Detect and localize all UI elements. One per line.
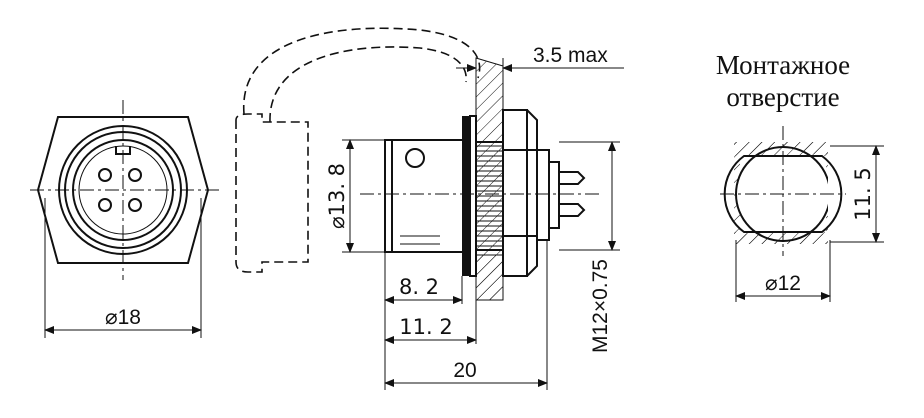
solder-terminal-1 <box>559 171 586 185</box>
dim-thread: M12×0.75 <box>589 259 612 353</box>
front-pin-3 <box>98 198 112 212</box>
side-view: 3.5 max ⌀13. 8 8. 2 11. 2 20 M12×0.75 <box>235 27 624 390</box>
dim-len-11-2: 11. 2 <box>399 315 452 339</box>
rear-shell <box>536 149 550 241</box>
rear-nut <box>502 109 528 277</box>
front-pin-4 <box>128 198 142 212</box>
dim-front-diameter: ⌀18 <box>105 306 141 329</box>
dim-len-8-2: 8. 2 <box>399 275 439 299</box>
dim-panel-max: 3.5 max <box>533 44 608 67</box>
mounting-hole-title-line-2: отверстие <box>726 82 839 112</box>
flange-gasket <box>462 116 470 276</box>
mounting-hole-view: Монтажное отверстие ⌀12 11. 5 <box>716 50 884 302</box>
dim-hole-flat: 11. 5 <box>851 167 875 220</box>
dim-hole-diameter: ⌀12 <box>765 272 801 295</box>
rear-nut-chamfer <box>526 109 538 277</box>
dim-body-diameter: ⌀13. 8 <box>325 163 349 229</box>
latch-ridges <box>400 235 440 245</box>
mounting-hole-outline <box>723 155 843 233</box>
receptacle-body <box>384 139 466 253</box>
front-view: ⌀18 <box>30 100 220 338</box>
solder-terminal-2 <box>559 203 586 217</box>
tether-strap-outer <box>243 27 481 115</box>
panel-section-lower <box>475 254 504 301</box>
rear-insulator <box>548 161 560 229</box>
tether-strap-inner <box>269 46 467 123</box>
mounting-hole-title-line-1: Монтажное <box>716 50 850 80</box>
front-pin-2 <box>128 168 142 182</box>
front-pin-1 <box>98 168 112 182</box>
dust-cap-outline <box>235 113 309 273</box>
latch-hole <box>405 148 425 168</box>
dim-len-20: 20 <box>453 359 476 382</box>
